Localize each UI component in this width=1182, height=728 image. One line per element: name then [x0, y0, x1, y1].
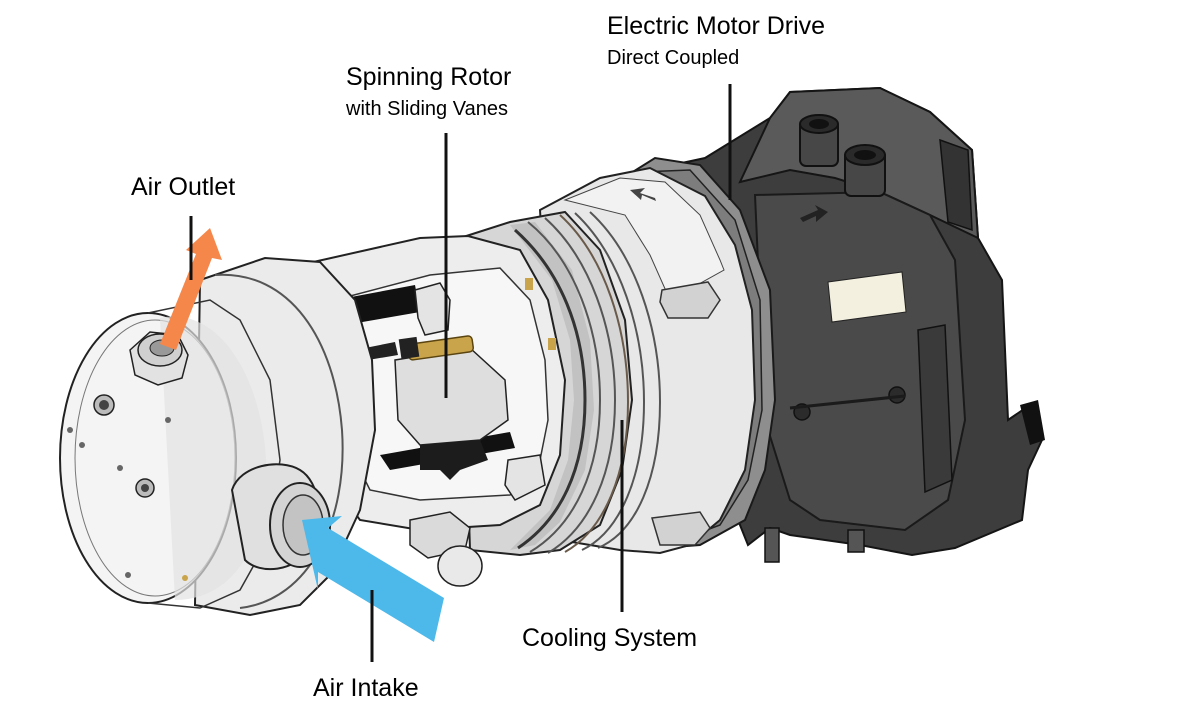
motor-label-plate [827, 271, 907, 323]
label-air-outlet: Air Outlet [131, 173, 236, 201]
sliding-vane [414, 282, 451, 336]
motor-port-1 [799, 114, 839, 167]
leader-lines [189, 84, 732, 662]
label-motor-subtitle: Direct Coupled [607, 47, 740, 69]
label-rotor-subtitle: with Sliding Vanes [346, 98, 508, 120]
label-air-intake: Air Intake [313, 674, 419, 702]
label-motor-title: Electric Motor Drive [607, 12, 826, 40]
label-rotor-title: Spinning Rotor [346, 63, 512, 91]
rotor-block [394, 347, 509, 446]
motor-port-2 [844, 144, 886, 197]
motor-front-face [753, 190, 967, 532]
air-intake-arrow [302, 516, 444, 642]
bottom-fitting [409, 511, 483, 587]
air-outlet-arrow [160, 228, 222, 350]
label-cooling-system: Cooling System [522, 624, 698, 652]
